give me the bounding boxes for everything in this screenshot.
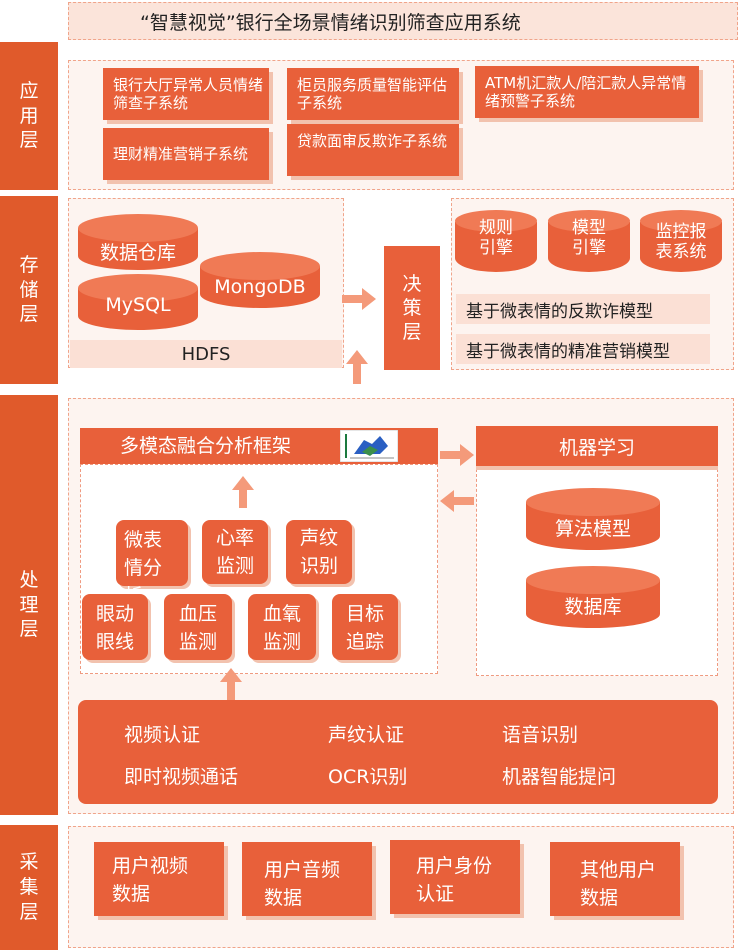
model-precision-marketing: 基于微表情的精准营销模型 [456,334,710,364]
voiceprint-recognition: 声纹识别 [286,520,352,584]
title-bar [68,2,738,40]
arrow-left-icon [440,490,474,512]
app-box-teller: 柜员服务质量智能评估子系统 [287,68,459,120]
service-voiceprint-auth: 声纹认证 [328,724,405,746]
services-panel [78,700,718,804]
arrow-right-icon [440,444,474,466]
collect-user-identity: 用户身份认证 [390,840,520,914]
database-mysql: MySQL [78,274,198,330]
arrow-up-icon [232,476,254,508]
micro-expression-analysis: 微表情分析 [116,520,188,607]
page-title: “智慧视觉”银行全场景情绪识别筛查应用系统 [140,12,521,34]
blood-pressure-monitoring: 血压监测 [164,594,232,660]
blood-oxygen-monitoring: 血氧监测 [248,594,316,660]
service-speech-recognition: 语音识别 [502,724,579,746]
database-mongodb: MongoDB [200,252,320,308]
model-engine: 模型引擎 [548,210,630,272]
decision-layer-box: 决策层 [384,246,440,370]
app-box-wealth: 理财精准营销子系统 [103,128,269,180]
service-ocr: OCR识别 [328,766,408,788]
collect-other-user-data: 其他用户数据 [550,842,680,916]
collect-user-audio: 用户音频数据 [242,842,372,916]
service-video-auth: 视频认证 [124,724,201,746]
hdfs-bar: HDFS [70,340,342,368]
framework-thumbnail-icon [340,430,398,462]
algorithm-model-store: 算法模型 [526,488,660,550]
ml-database-store: 数据库 [526,566,660,628]
layer-label-storage: 存储层 [0,196,58,384]
arrow-up-icon [220,668,242,700]
target-tracking: 目标追踪 [332,594,398,660]
layer-label-collection: 采集层 [0,825,58,950]
service-smart-questioning: 机器智能提问 [502,766,617,788]
layer-label-application: 应用层 [0,42,58,190]
machine-learning-header: 机器学习 [476,426,718,466]
arrow-up-icon [346,350,368,384]
collect-user-video: 用户视频数据 [94,842,224,916]
app-box-atm: ATM机汇款人/陪汇款人异常情绪预警子系统 [475,66,699,118]
database-warehouse: 数据仓库 [78,214,198,270]
service-instant-video-call: 即时视频通话 [124,766,239,788]
rule-engine: 规则引擎 [455,210,537,272]
monitor-report-system: 监控报表系统 [640,210,722,272]
model-anti-fraud: 基于微表情的反欺诈模型 [456,294,710,324]
hdfs-label: HDFS [181,344,231,365]
layer-label-processing: 处理层 [0,395,58,815]
arrow-right-icon [342,288,376,310]
app-box-loan: 贷款面审反欺诈子系统 [287,124,459,176]
app-box-hall: 银行大厅异常人员情绪筛查子系统 [103,68,269,120]
eye-tracking: 眼动眼线 [82,594,148,660]
heart-rate-monitoring: 心率监测 [202,520,268,584]
